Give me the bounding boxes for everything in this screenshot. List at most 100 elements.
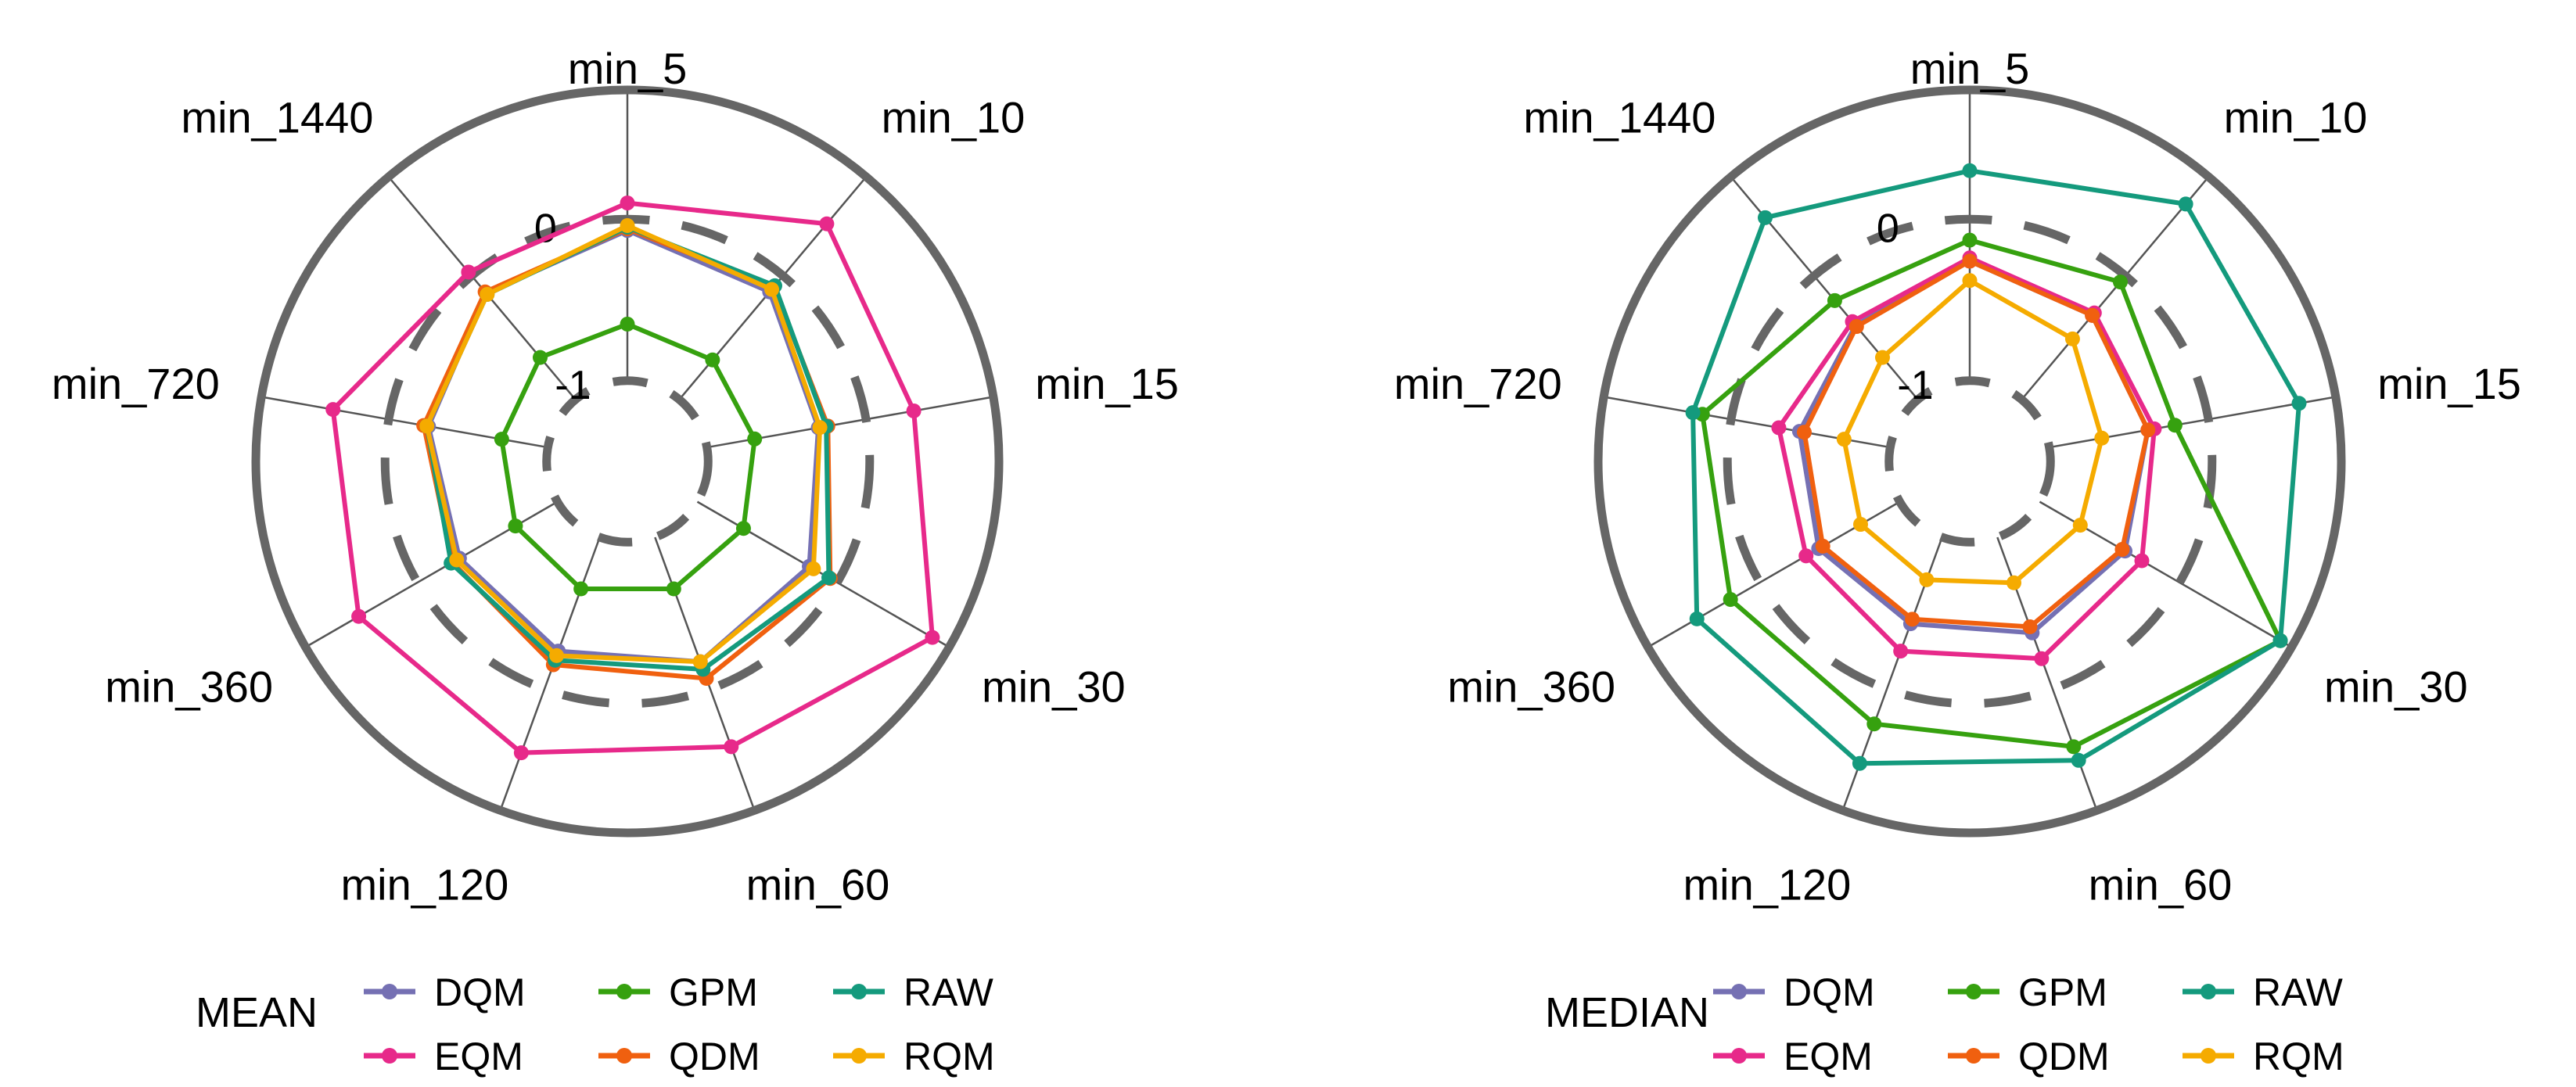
- point-QDM-min_60: [2022, 619, 2038, 635]
- series-line-RAW: [1690, 168, 2301, 766]
- legend-swatch-dot: [382, 984, 397, 999]
- point-EQM-min_10: [819, 216, 835, 231]
- category-label-min_15: min_15: [2377, 359, 2521, 408]
- point-EQM-min_30: [925, 630, 940, 645]
- legend-title: MEAN: [196, 989, 318, 1036]
- point-RQM-min_5: [620, 217, 635, 233]
- median-radar-panel: 0 -1 min_5 min_10 min_15 min_30 min_60 min_120 m…: [1394, 44, 2521, 1078]
- point-EQM-min_720: [1771, 420, 1787, 436]
- point-GPM-min_720: [494, 432, 509, 447]
- category-label-min_720: min_720: [1394, 359, 1562, 408]
- legend-item-RQM: RQM: [833, 1035, 995, 1078]
- point-EQM-min_120: [513, 745, 529, 761]
- point-RQM-min_5: [1962, 273, 1978, 289]
- point-RQM-min_720: [419, 418, 435, 434]
- point-EQM-min_720: [325, 402, 341, 418]
- point-QDM-min_720: [1796, 425, 1812, 440]
- category-label-min_60: min_60: [746, 859, 890, 909]
- series-line-EQM: [330, 200, 935, 755]
- category-label-min_30: min_30: [2324, 662, 2468, 712]
- point-QDM-min_360: [1815, 538, 1831, 554]
- point-QDM-min_10: [2085, 307, 2100, 323]
- series-line-GPM: [499, 321, 757, 591]
- point-EQM-min_5: [620, 196, 635, 211]
- point-RQM-min_120: [549, 648, 565, 663]
- point-QDM-min_120: [1905, 612, 1920, 627]
- point-EQM-min_15: [906, 403, 922, 418]
- category-label-min_360: min_360: [105, 662, 273, 712]
- point-GPM-min_360: [508, 518, 523, 534]
- legend-swatch-dot: [1966, 984, 1981, 999]
- legend-label: QDM: [2018, 1035, 2110, 1078]
- point-EQM-min_60: [724, 739, 739, 755]
- point-RQM-min_30: [2072, 518, 2088, 533]
- point-RQM-min_15: [2094, 430, 2110, 446]
- spoke-min_10: [2021, 176, 2210, 400]
- legend-label: DQM: [434, 970, 526, 1014]
- point-RQM-min_360: [1852, 517, 1868, 533]
- point-RAW-min_5: [1962, 163, 1978, 178]
- category-label-min_120: min_120: [1683, 859, 1852, 909]
- point-RQM-min_10: [2064, 331, 2080, 346]
- point-RAW-min_120: [1852, 755, 1867, 771]
- point-GPM-min_1440: [532, 350, 548, 365]
- legend-item-RAW: RAW: [833, 970, 994, 1014]
- category-label-min_10: min_10: [2224, 93, 2368, 142]
- category-label-min_1440: min_1440: [1523, 93, 1716, 142]
- point-EQM-min_60: [2034, 651, 2050, 666]
- point-RAW-min_720: [1685, 405, 1701, 421]
- legend-swatch-dot: [851, 1048, 867, 1064]
- legend-item-RQM: RQM: [2183, 1035, 2344, 1078]
- category-label-min_60: min_60: [2089, 859, 2233, 909]
- ring-label-0: 0: [534, 206, 557, 252]
- series-line-QDM: [1802, 258, 2150, 630]
- legend-item-GPM: GPM: [598, 970, 758, 1014]
- point-RQM-min_15: [812, 420, 828, 436]
- series-line-RQM: [424, 223, 823, 665]
- legend-item-GPM: GPM: [1948, 970, 2107, 1014]
- point-RQM-min_1440: [480, 286, 495, 302]
- point-QDM-min_5: [1962, 253, 1978, 269]
- ring-label-0: 0: [1877, 206, 1899, 252]
- point-GPM-min_15: [747, 431, 763, 447]
- legend-label: DQM: [1784, 970, 1875, 1014]
- category-label-min_360: min_360: [1447, 662, 1615, 712]
- category-label-min_30: min_30: [982, 662, 1126, 712]
- legend-label: EQM: [434, 1035, 523, 1078]
- category-label-min_5: min_5: [568, 44, 688, 93]
- legend-item-QDM: QDM: [1948, 1035, 2110, 1078]
- legend-item-DQM: DQM: [364, 970, 526, 1014]
- legend-label: EQM: [1784, 1035, 1873, 1078]
- point-RQM-min_60: [2007, 575, 2022, 590]
- ring-label-1: -1: [1897, 363, 1933, 408]
- category-label-min_15: min_15: [1035, 359, 1179, 408]
- legend-swatch-dot: [2201, 984, 2216, 999]
- point-GPM-min_60: [666, 581, 681, 597]
- point-GPM-min_360: [1723, 592, 1738, 608]
- outer-frame-circle: [251, 85, 1004, 838]
- reference-ring-1: [1884, 376, 2055, 547]
- legend-swatch-dot: [1731, 1048, 1747, 1064]
- category-label-min_1440: min_1440: [181, 93, 373, 142]
- point-RQM-min_360: [449, 552, 465, 568]
- point-GPM-min_10: [2112, 274, 2128, 290]
- point-EQM-min_1440: [461, 264, 476, 280]
- series-line-RQM: [1841, 278, 2104, 586]
- legend-item-RAW: RAW: [2183, 970, 2344, 1014]
- legend-swatch-dot: [382, 1048, 397, 1064]
- point-RQM-min_30: [806, 561, 821, 576]
- point-GPM-min_5: [620, 316, 635, 332]
- outer-frame-circle: [1593, 85, 2346, 838]
- point-GPM-min_30: [735, 521, 751, 536]
- point-GPM-min_1440: [1827, 292, 1842, 308]
- point-EQM-min_120: [1893, 644, 1909, 659]
- point-GPM-min_10: [705, 352, 720, 368]
- category-label-min_10: min_10: [882, 93, 1026, 142]
- category-label-min_5: min_5: [1910, 44, 2030, 93]
- ring-label-1: -1: [555, 363, 591, 408]
- legend-label: RQM: [2253, 1035, 2344, 1078]
- point-EQM-min_360: [1798, 548, 1814, 564]
- legend-item-DQM: DQM: [1713, 970, 1875, 1014]
